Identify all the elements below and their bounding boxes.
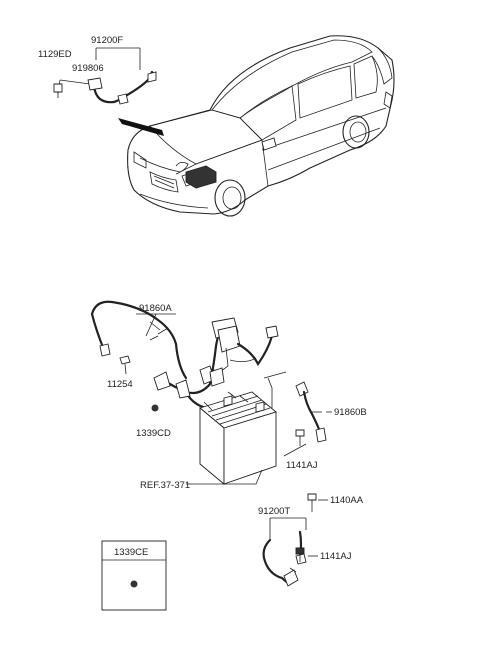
label-1129ED: 1129ED xyxy=(38,49,72,60)
label-1339CE: 1339CE xyxy=(114,547,148,558)
part-labels: 91200F 1129ED 919806 91860A 11254 1339CD… xyxy=(38,35,367,562)
label-91200F: 91200F xyxy=(91,35,123,46)
cable-91200F xyxy=(53,47,157,105)
part-1339CE-box xyxy=(101,540,167,611)
leader-lines xyxy=(186,411,332,557)
label-ref-37-371: REF.37-371 xyxy=(140,480,190,491)
battery xyxy=(199,371,287,485)
cable-91860B xyxy=(295,381,327,446)
label-11254: 11254 xyxy=(107,379,133,390)
label-1140AA: 1140AA xyxy=(330,495,364,506)
car-illustration xyxy=(118,35,395,217)
harness-91860A xyxy=(90,300,279,412)
label-1141AJ-upper: 1141AJ xyxy=(286,460,318,471)
label-919806: 919806 xyxy=(72,63,104,74)
label-91860B: 91860B xyxy=(334,407,367,418)
label-91860A: 91860A xyxy=(139,303,172,314)
cable-91200T xyxy=(262,493,317,587)
label-1141AJ-lower: 1141AJ xyxy=(320,551,352,562)
label-1339CD: 1339CD xyxy=(136,428,171,439)
label-91200T: 91200T xyxy=(258,506,290,517)
